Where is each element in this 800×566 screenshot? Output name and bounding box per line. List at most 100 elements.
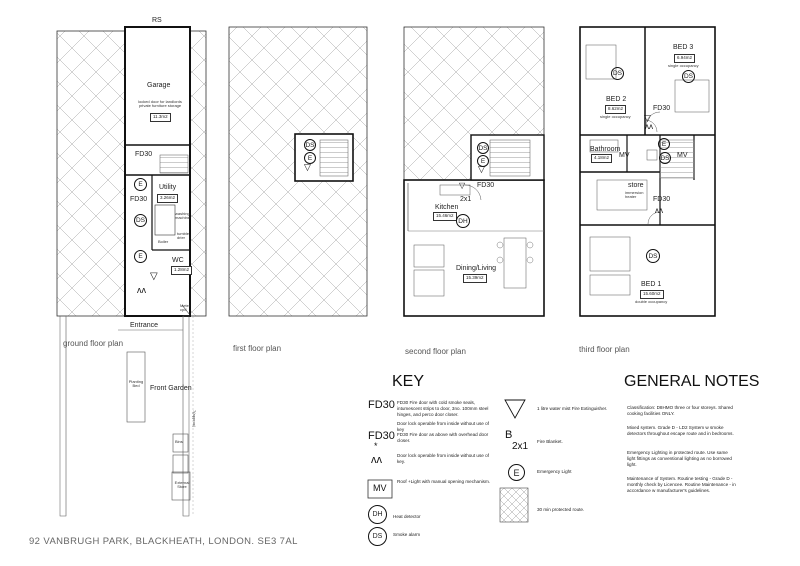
mv-symbol: MV: [373, 483, 387, 493]
key-title: KEY: [392, 373, 425, 390]
door-lock-icon: ʌʌ: [137, 285, 146, 295]
rs-label: RS: [152, 17, 162, 24]
general-note-3: Emergency Lighting in protected route. U…: [627, 450, 732, 468]
fire-extinguisher-icon: ▽: [459, 181, 466, 190]
garage-note: locked door for landlords private furnit…: [138, 99, 182, 108]
fire-blanket-symbol-b: B: [505, 429, 513, 441]
bed3-note: single occupancy: [668, 63, 699, 68]
heat-detector-icon: DH: [456, 214, 470, 228]
extinguisher-text: 1 litre water mist Fire Extinguisher.: [537, 406, 608, 411]
bathroom-area: 4.18m2: [591, 154, 613, 163]
front-garden-label: Front Garden: [150, 385, 192, 392]
bed1-label: BED 1: [641, 281, 662, 288]
third-floor-caption: third floor plan: [579, 345, 630, 354]
emergency-light-icon: E: [134, 250, 147, 263]
fd30-second: FD30: [477, 182, 495, 189]
emergency-light-icon: E: [508, 464, 525, 481]
garage-area: 11.3m2: [150, 113, 171, 122]
fire-extinguisher-icon: ▽: [644, 113, 651, 123]
garden-length-note: 7(approx): [192, 410, 197, 428]
fd30-ground: FD30: [135, 151, 153, 158]
meter-cupboard-label: Meter cpd: [180, 303, 191, 312]
bed1-area: 15.60m2: [640, 290, 664, 299]
bed3-label: BED 3: [673, 44, 694, 51]
fd30-third-a: FD30: [653, 105, 671, 112]
bed1-note: double occupancy: [635, 299, 668, 304]
door-lock-icon: ʌʌ: [655, 206, 663, 215]
general-note-4: Maintenance of System. Routine testing -…: [627, 476, 736, 494]
emergency-light-icon: E: [134, 178, 147, 191]
heat-detector-icon: DH: [368, 505, 387, 524]
emergency-light-icon: E: [658, 138, 670, 150]
door-lock-icon: ʌʌ: [645, 122, 653, 131]
dining-living-area: 15.39m2: [463, 274, 487, 283]
bathroom-label: Bathroom: [590, 146, 621, 153]
planting-bed-label: Planting Bed: [128, 379, 144, 388]
smoke-alarm-icon: DS: [611, 67, 624, 80]
asterisk-icon: *: [374, 441, 378, 451]
door-lock-symbol: ʌʌ: [371, 454, 382, 466]
fd30-utility: FD30: [130, 196, 148, 203]
general-notes-title: GENERAL NOTES: [624, 373, 760, 390]
fire-blanket-label: 2x1: [460, 196, 472, 203]
utility-area: 3.26m2: [157, 194, 179, 203]
fd30-key-symbol: FD30: [368, 399, 395, 411]
entrance-label: Entrance: [130, 322, 159, 329]
washing-machine-label: washing machine: [175, 211, 191, 220]
fire-blanket-text: Fire Blanket.: [537, 439, 563, 444]
store-label: store: [628, 182, 644, 189]
kitchen-label: Kitchen: [435, 204, 459, 211]
first-floor-caption: first floor plan: [233, 344, 282, 353]
smoke-alarm-icon: DS: [477, 142, 489, 154]
roof-light-icon: MV: [619, 152, 630, 159]
smoke-alarm-icon: DS: [682, 70, 695, 83]
fire-extinguisher-icon: ▽: [304, 162, 311, 172]
emergency-light-text: Emergency Light: [537, 469, 572, 474]
garage-label: Garage: [147, 82, 171, 89]
bed2-label: BED 2: [606, 96, 627, 103]
fire-extinguisher-icon: ▽: [150, 271, 158, 282]
bed3-area: 6.94m2: [674, 54, 696, 63]
roof-light-icon: MV: [677, 152, 688, 159]
general-note-2: Mixed system. Grade D - LD2 System w smo…: [627, 425, 734, 437]
smoke-alarm-icon: DS: [659, 152, 671, 164]
dining-living-label: Dining/Living: [456, 265, 497, 272]
external-store-label: External Store: [174, 480, 190, 489]
address-label: 92 VANBRUGH PARK, BLACKHEATH, LONDON. SE…: [29, 536, 298, 547]
bins-label: Bins: [175, 439, 183, 444]
smoke-alarm-icon: DS: [646, 249, 660, 263]
smoke-alarm-icon: DS: [304, 139, 316, 151]
utility-label: Utility: [159, 184, 177, 191]
door-lock-text: Door lock operable from inside without u…: [397, 453, 489, 465]
kitchen-area: 15.46m2: [433, 212, 457, 221]
general-note-1: Classification: D8HMO three or four stor…: [627, 405, 733, 417]
ground-floor-caption: ground floor plan: [63, 339, 124, 348]
smoke-alarm-icon: DS: [368, 527, 387, 546]
bed2-note: single occupancy: [600, 114, 631, 119]
fd30-third-b: FD30: [653, 196, 671, 203]
wc-area: 1.28m2: [171, 266, 193, 275]
fd30-closer-text: FD30 Fire door as above with overhead do…: [397, 432, 489, 444]
wc-label: WC: [172, 257, 184, 264]
fd30-key-text: FD30 Fire door with cold smoke seals, in…: [397, 400, 489, 418]
fire-blanket-symbol: 2x1: [512, 441, 529, 452]
tumble-drier-label: tumble drier: [177, 231, 190, 240]
bed2-area: 8.62m2: [605, 105, 627, 114]
mv-text: Roof +Light with manual opening mechanis…: [397, 479, 491, 484]
store-note: immersion heater: [625, 190, 644, 199]
protected-route-text: 30 min protected route.: [537, 507, 585, 512]
ground-floor-plan: [56, 26, 207, 517]
smoke-alarm-text: Smoke alarm: [393, 532, 421, 537]
fire-extinguisher-icon: ▽: [478, 164, 485, 174]
third-floor-plan: [579, 26, 716, 317]
heat-detector-text: Heat detector: [393, 514, 421, 519]
emergency-light-icon: E: [304, 152, 316, 164]
emergency-light-icon: E: [477, 155, 489, 167]
first-floor-plan: [228, 26, 368, 317]
fd30-key-text2: Door lock operable from inside without u…: [397, 421, 489, 433]
boiler-label: Boiler: [158, 239, 169, 244]
key-symbols: [367, 399, 529, 523]
fd30-closer-symbol: FD30: [368, 430, 395, 442]
second-floor-plan: [403, 26, 545, 317]
